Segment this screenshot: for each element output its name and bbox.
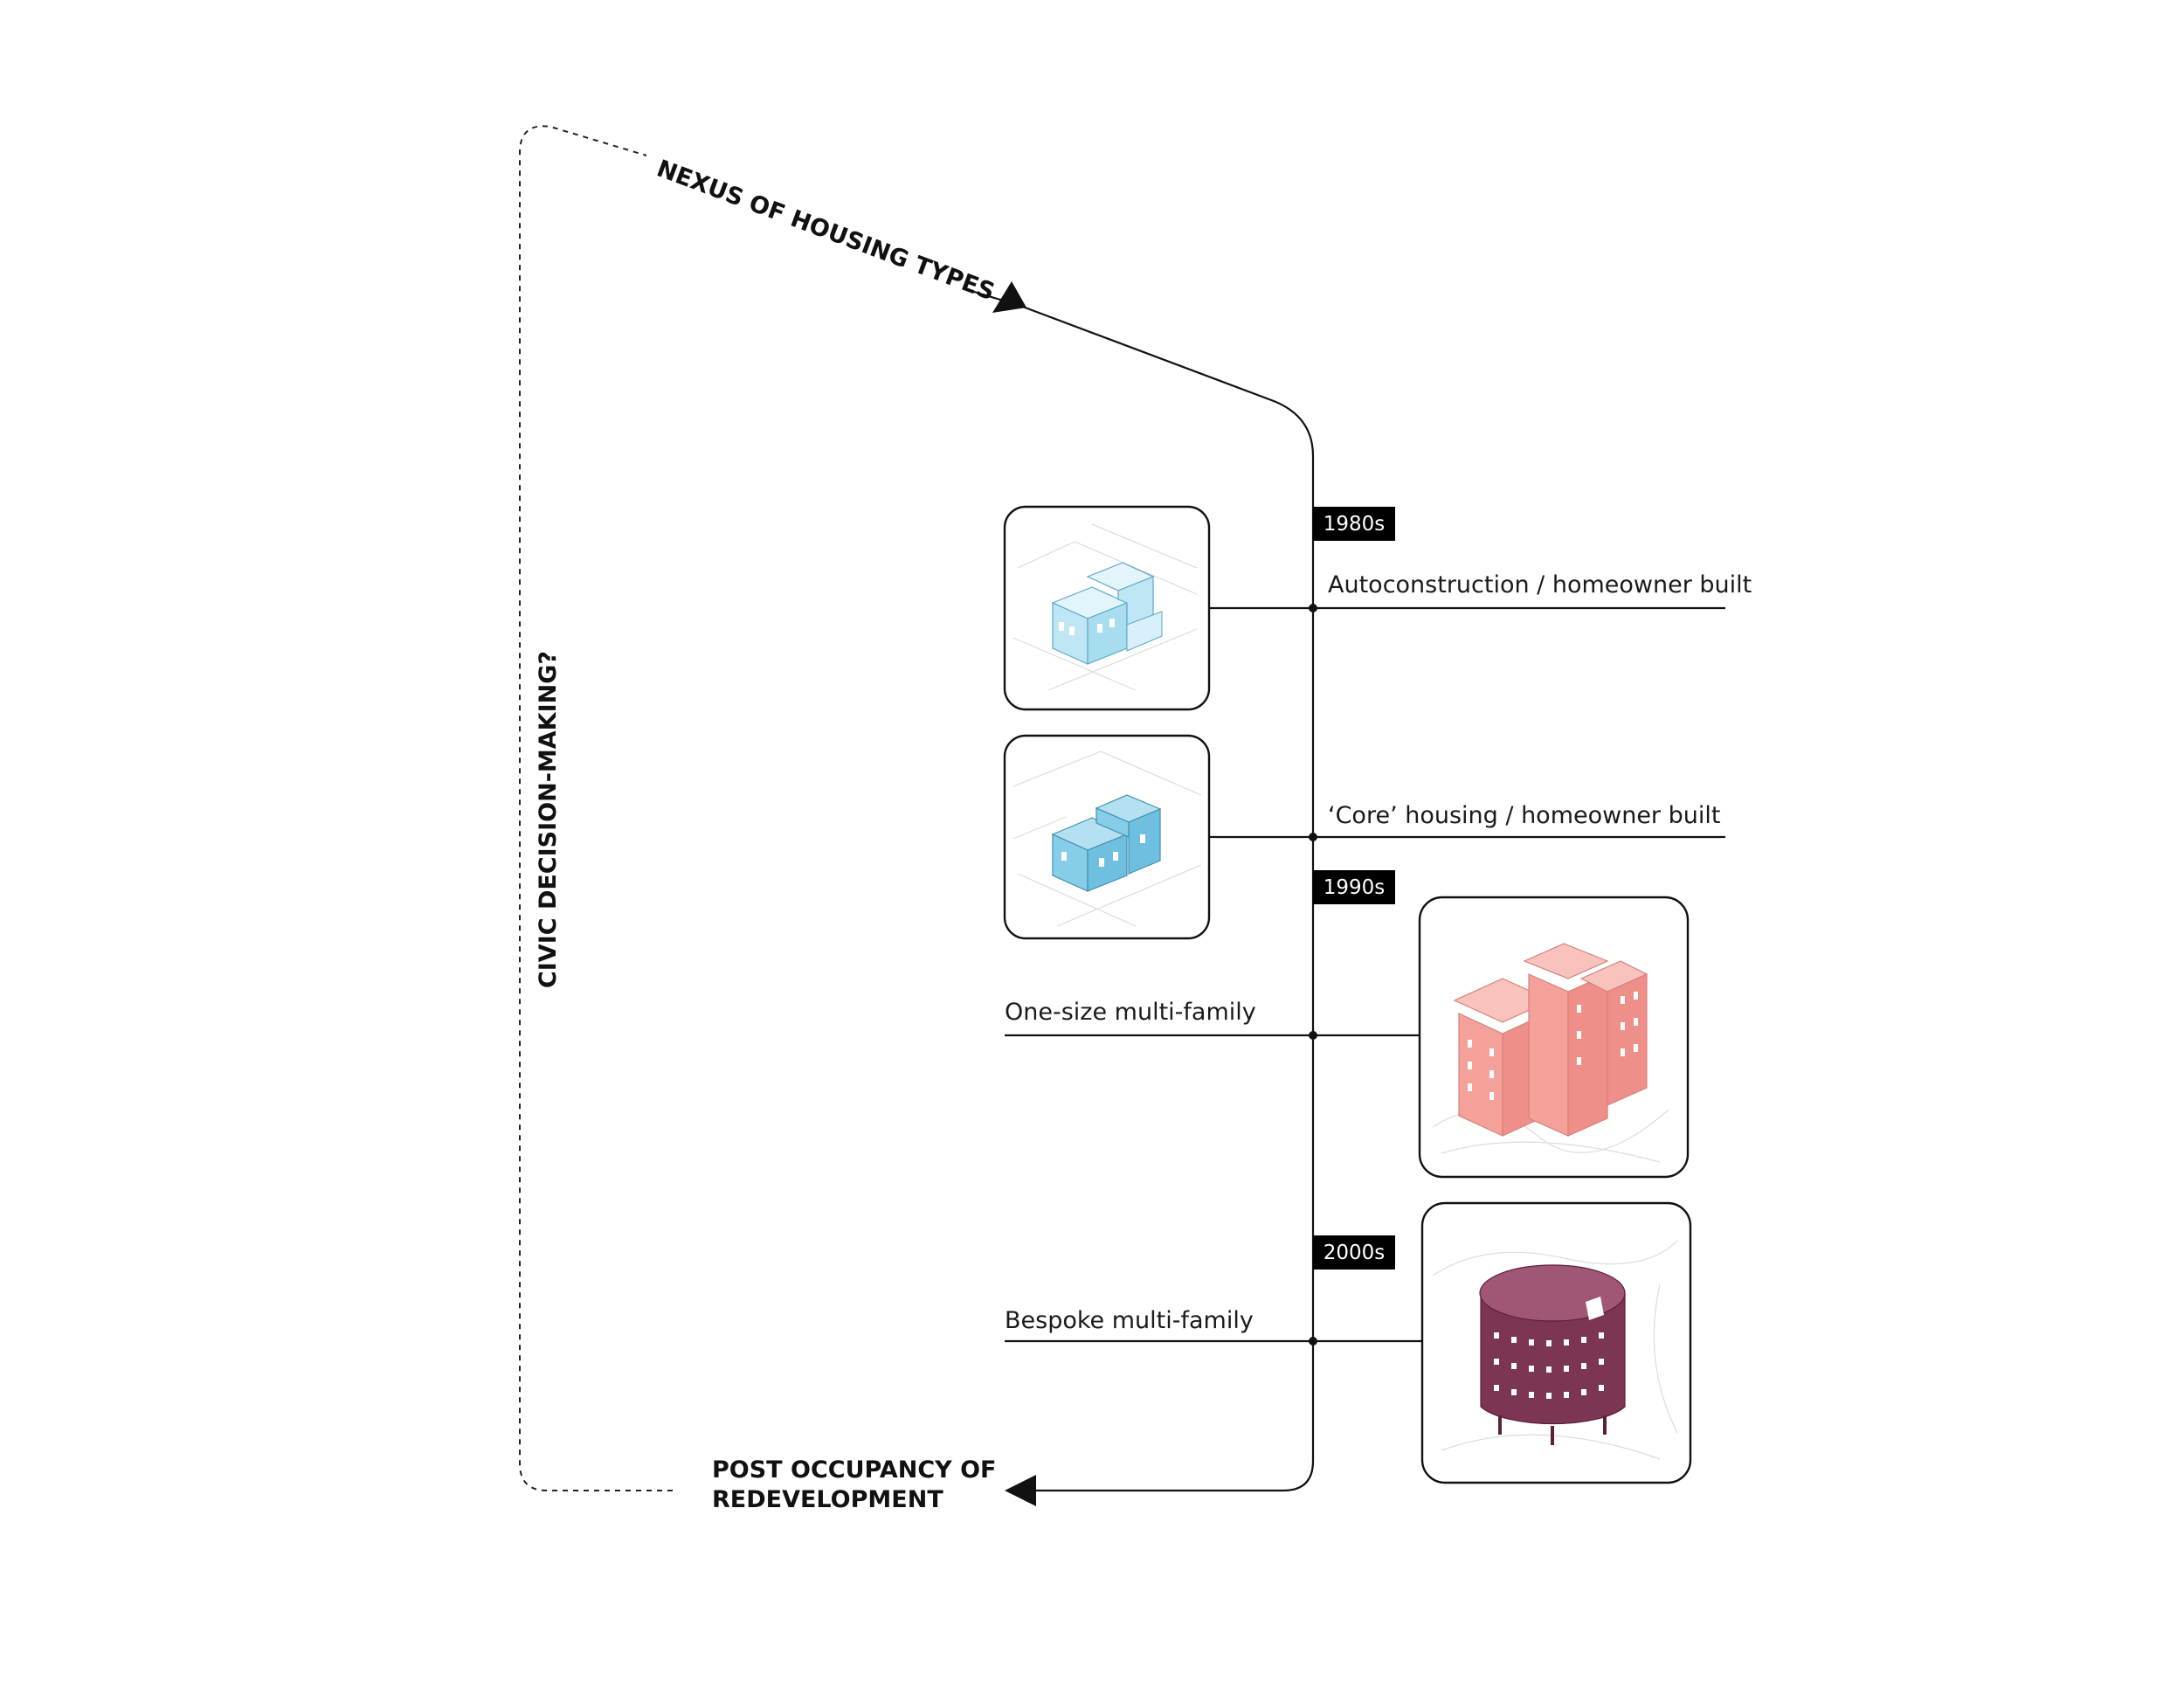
arrowhead-bottom-icon [1005, 1475, 1036, 1506]
branch-autoconstruction: Autoconstruction / homeowner built [1209, 571, 1752, 612]
card-one-size [1418, 896, 1690, 1179]
svg-text:Bespoke multi-family: Bespoke multi-family [1005, 1307, 1254, 1334]
feedback-loop-dashed-line [519, 125, 673, 1491]
era-tag-1980s: 1980s [1313, 507, 1395, 541]
branch-core-housing: ‘Core’ housing / homeowner built [1209, 802, 1725, 841]
timeline-main-line [971, 289, 1315, 1492]
civic-decision-label: CIVIC DECISION-MAKING? [535, 651, 562, 988]
svg-text:Autoconstruction / homeowner b: Autoconstruction / homeowner built [1328, 571, 1752, 598]
era-tag-2000s: 2000s [1313, 1235, 1395, 1269]
nexus-title: NEXUS OF HOUSING TYPES [653, 156, 999, 307]
card-core-housing [1003, 734, 1211, 940]
branch-bespoke: Bespoke multi-family [1005, 1307, 1422, 1346]
post-occupancy-label: POST OCCUPANCY OF [712, 1456, 996, 1484]
house-autoconstruction-icon [1051, 562, 1163, 665]
arrowhead-top-icon [992, 281, 1026, 313]
era-tag-1990s: 1990s [1313, 870, 1395, 904]
house-core-housing-icon [1051, 794, 1162, 892]
card-autoconstruction [1003, 505, 1211, 711]
redevelopment-label: REDEVELOPMENT [712, 1486, 943, 1513]
building-one-size-icon [1453, 943, 1648, 1137]
svg-text:One-size multi-family: One-size multi-family [1005, 999, 1256, 1026]
building-bespoke-icon [1479, 1264, 1626, 1445]
svg-text:1990s: 1990s [1324, 876, 1386, 899]
card-bespoke [1420, 1201, 1692, 1484]
svg-text:2000s: 2000s [1324, 1242, 1386, 1264]
branch-one-size: One-size multi-family [1005, 999, 1420, 1040]
svg-text:‘Core’ housing / homeowner bui: ‘Core’ housing / homeowner built [1328, 802, 1720, 829]
svg-text:1980s: 1980s [1324, 513, 1386, 536]
